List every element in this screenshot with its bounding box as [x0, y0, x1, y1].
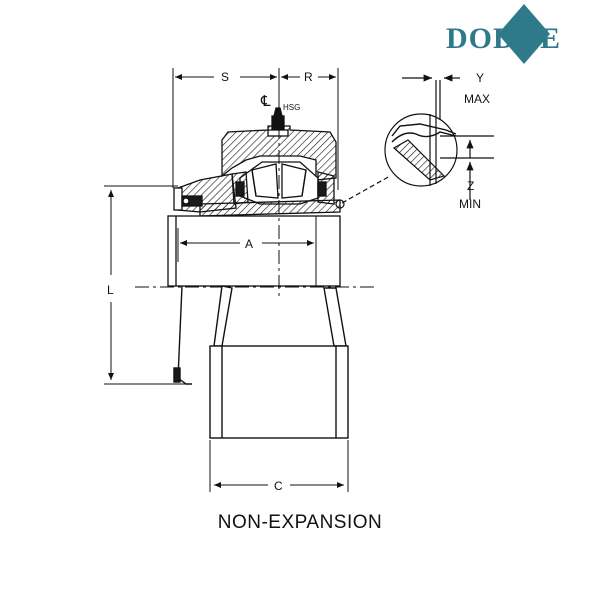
dimension-c-label: C [274, 479, 283, 493]
dimension-y-qualifier: MAX [464, 92, 490, 106]
dimension-a [177, 216, 317, 286]
centerline-symbol: ℄ [260, 93, 271, 110]
seal-detail [335, 74, 494, 209]
centerlines [135, 125, 375, 300]
dimension-l [104, 185, 186, 385]
lock-collar [173, 173, 237, 213]
housing-pedestal [173, 285, 349, 439]
shaft [167, 215, 341, 287]
dodge-logo: DODGE [446, 4, 561, 64]
dimension-s-r [172, 68, 339, 190]
logo-text: DODGE [446, 22, 561, 55]
drawing-caption: NON-EXPANSION [217, 512, 383, 533]
dimension-z-qualifier: MIN [459, 197, 481, 211]
dimension-y-label: Y [476, 71, 484, 85]
inner-ring [199, 199, 341, 217]
dimension-s-label: S [221, 70, 229, 84]
logo-diamond [498, 4, 550, 64]
dimension-r-label: R [304, 70, 313, 84]
dimension-z-label: Z [467, 179, 474, 193]
dimension-c [209, 440, 349, 492]
dimension-l-label: L [107, 283, 114, 297]
dimension-a-label: A [245, 237, 253, 251]
centerline-subscript: HSG [283, 103, 300, 112]
